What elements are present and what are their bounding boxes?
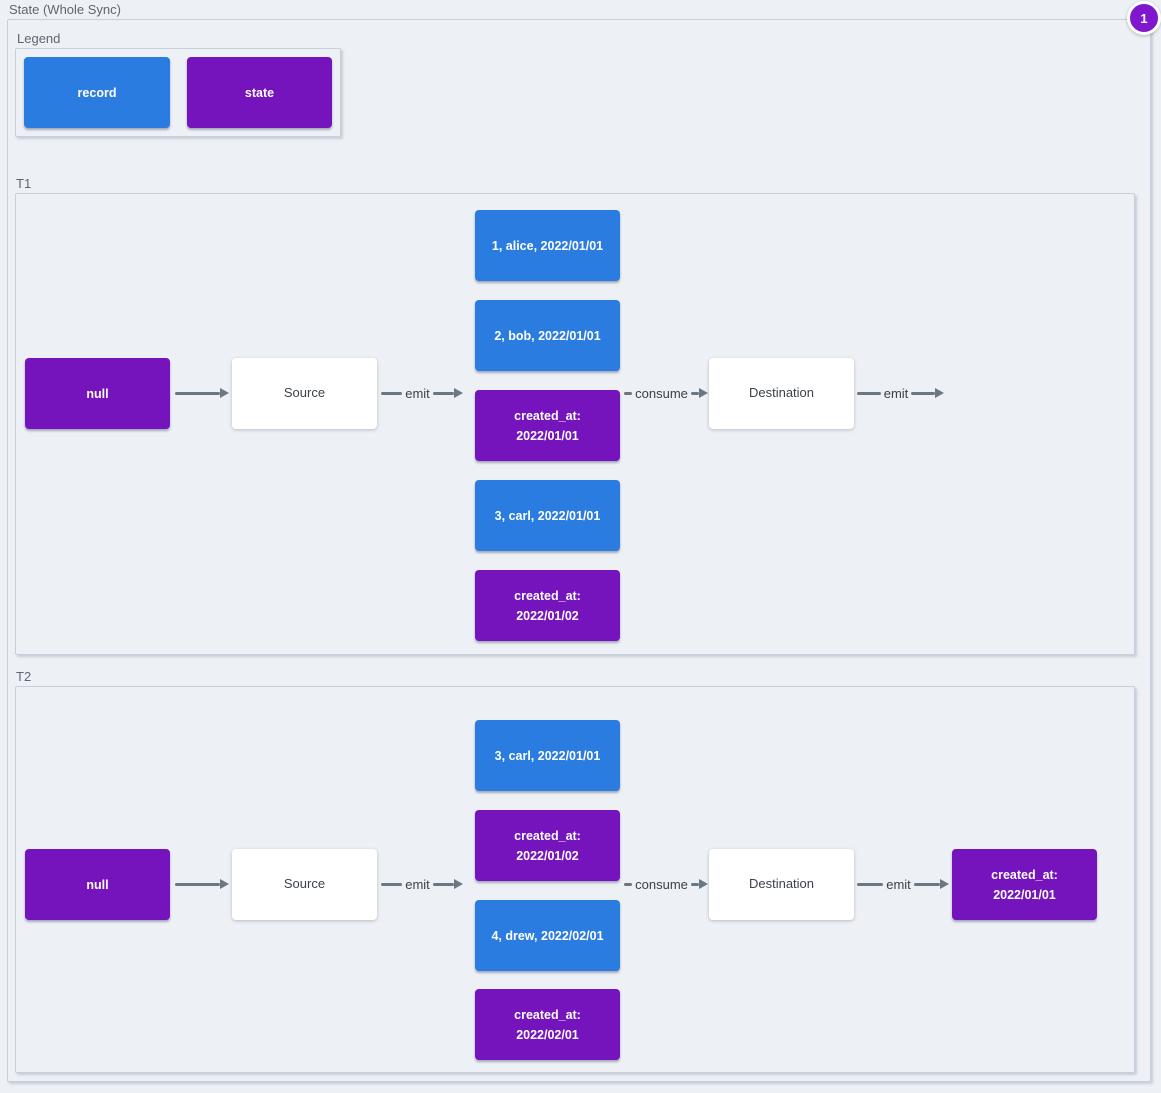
arrow-line — [624, 882, 633, 886]
state-node: created_at: 2022/02/01 — [475, 989, 620, 1060]
arrow-line — [913, 882, 940, 886]
annotation-badge[interactable]: 1 — [1127, 1, 1161, 35]
arrowhead-icon — [454, 879, 463, 889]
legend-state-node: state — [187, 57, 332, 128]
arrowhead-icon — [220, 388, 229, 398]
record-node: 4, drew, 2022/02/01 — [475, 900, 620, 971]
arrow-line — [175, 391, 220, 395]
arrow-line — [690, 882, 699, 886]
destination-emit-arrow: emit — [857, 383, 944, 403]
record-node: 3, carl, 2022/01/01 — [475, 480, 620, 551]
source-node: Source — [232, 849, 377, 920]
arrowhead-icon — [454, 388, 463, 398]
arrow-line — [432, 391, 454, 395]
t2-frame — [15, 686, 1135, 1073]
record-node: 3, carl, 2022/01/01 — [475, 720, 620, 791]
t1-frame — [15, 193, 1135, 655]
arrowhead-icon — [935, 388, 944, 398]
null-node: null — [25, 849, 170, 920]
arrowhead-icon — [940, 879, 949, 889]
record-node: 1, alice, 2022/01/01 — [475, 210, 620, 281]
edge-label-emit: emit — [405, 876, 430, 892]
record-node: 2, bob, 2022/01/01 — [475, 300, 620, 371]
edge-label-emit: emit — [883, 385, 909, 401]
final-state-node: created_at: 2022/01/01 — [952, 849, 1097, 920]
legend-label: Legend — [17, 31, 61, 46]
edge-label-emit: emit — [405, 385, 430, 401]
arrow-line — [857, 391, 881, 395]
null-to-source-arrow — [175, 383, 229, 403]
state-whole-sync-frame — [7, 19, 1151, 1082]
arrow-line — [857, 882, 884, 886]
destination-node: Destination — [709, 849, 854, 920]
arrow-line — [911, 391, 935, 395]
consume-arrow: consume — [624, 874, 708, 894]
null-node: null — [25, 358, 170, 429]
arrowhead-icon — [699, 879, 708, 889]
source-emit-arrow: emit — [381, 383, 463, 403]
destination-emit-arrow: emit — [857, 874, 949, 894]
state-node: created_at: 2022/01/02 — [475, 570, 620, 641]
consume-arrow: consume — [624, 383, 708, 403]
destination-node: Destination — [709, 358, 854, 429]
arrowhead-icon — [220, 879, 229, 889]
edge-label-emit: emit — [886, 876, 911, 892]
legend-frame — [15, 48, 341, 137]
state-node: created_at: 2022/01/01 — [475, 390, 620, 461]
arrow-line — [381, 391, 403, 395]
state-node: created_at: 2022/01/02 — [475, 810, 620, 881]
arrow-line — [381, 882, 403, 886]
t2-label: T2 — [16, 669, 32, 684]
arrow-line — [690, 391, 699, 395]
null-to-source-arrow — [175, 874, 229, 894]
arrow-line — [432, 882, 454, 886]
arrow-line — [175, 882, 220, 886]
diagram-title: State (Whole Sync) — [9, 2, 121, 17]
legend-record-node: record — [24, 57, 170, 128]
edge-label-consume: consume — [635, 385, 688, 401]
arrowhead-icon — [699, 388, 708, 398]
arrow-line — [624, 391, 633, 395]
t1-label: T1 — [16, 176, 32, 191]
source-node: Source — [232, 358, 377, 429]
annotation-badge-number: 1 — [1140, 10, 1148, 26]
edge-label-consume: consume — [635, 876, 688, 892]
source-emit-arrow: emit — [381, 874, 463, 894]
